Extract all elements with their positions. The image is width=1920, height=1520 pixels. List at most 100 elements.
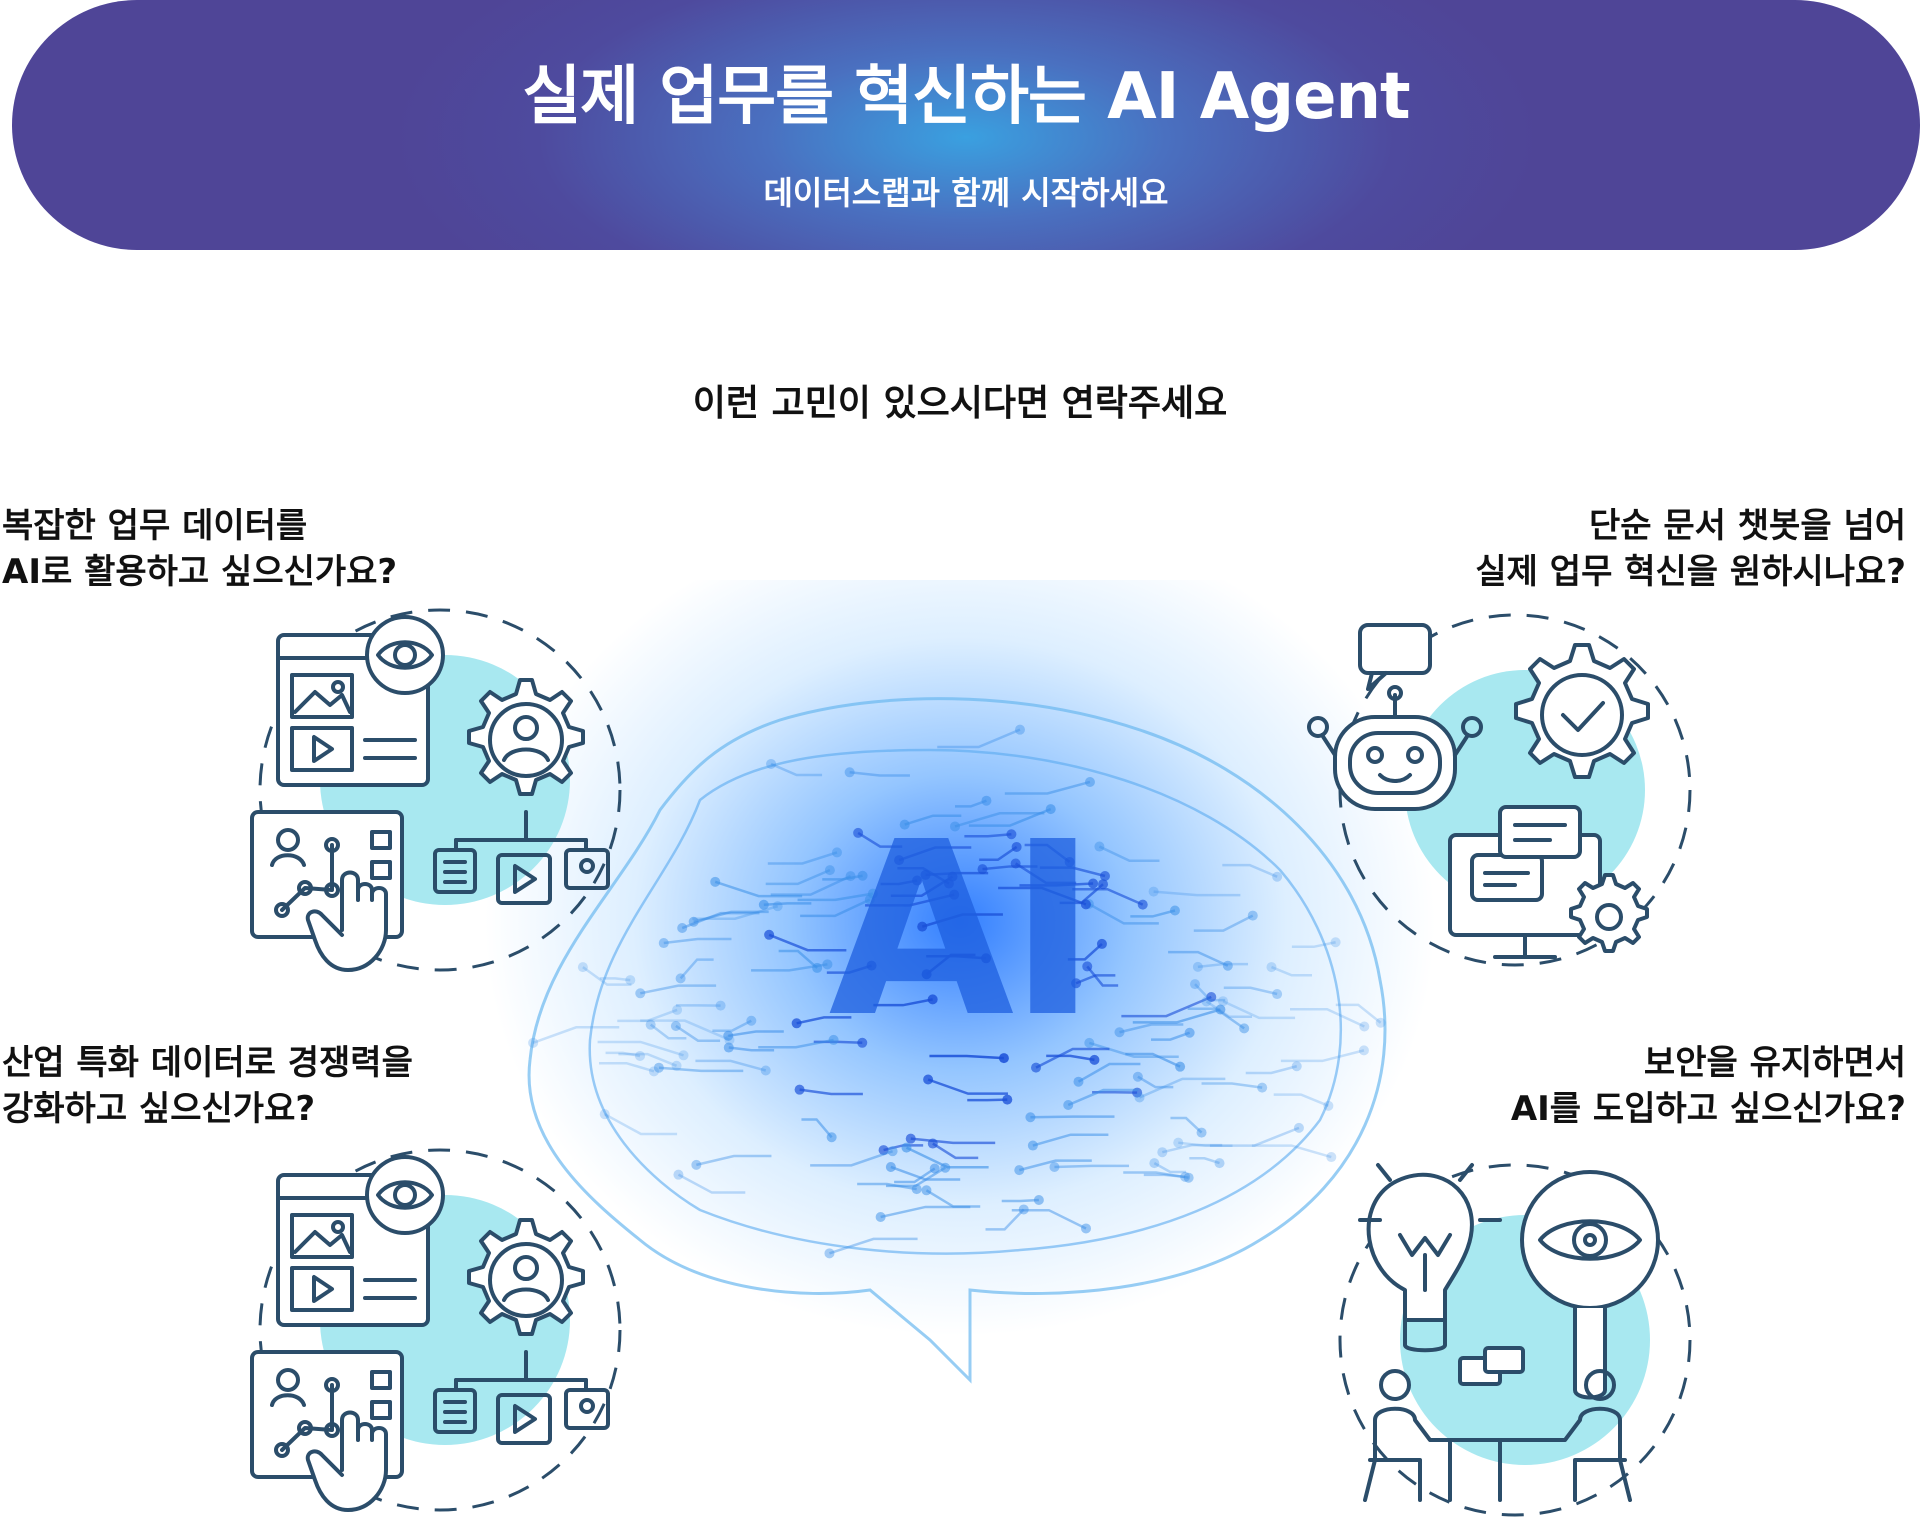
- circuit-node: [659, 938, 669, 948]
- page-subtitle: 데이터스랩과 함께 시작하세요: [12, 168, 1920, 214]
- circuit-node: [1157, 1147, 1167, 1157]
- circuit-trace: [881, 1207, 971, 1217]
- question-line: AI를 도입하고 싶으신가요?: [1511, 1086, 1906, 1132]
- circuit-trace: [664, 939, 732, 943]
- circuit-node: [1135, 1093, 1145, 1103]
- circuit-node: [886, 1162, 896, 1172]
- circuit-node: [827, 1132, 837, 1142]
- circuit-trace: [1274, 1095, 1329, 1106]
- circuit-node: [1292, 1061, 1302, 1071]
- circuit-node: [923, 1075, 933, 1085]
- circuit-node: [716, 1001, 726, 1011]
- circuit-node: [901, 1143, 911, 1153]
- circuit-trace: [850, 772, 910, 775]
- circuit-trace: [659, 1068, 743, 1071]
- circuit-node: [672, 1005, 682, 1015]
- circuit-node: [1049, 1162, 1059, 1172]
- circuit-node: [1149, 1158, 1159, 1168]
- circuit-trace: [651, 1025, 687, 1039]
- circuit-trace: [1281, 1050, 1364, 1061]
- insight-meeting-icon: [1300, 1140, 1680, 1510]
- circuit-trace: [911, 1139, 995, 1143]
- chatbot-automation-icon: [1300, 605, 1680, 975]
- circuit-node: [528, 1038, 538, 1048]
- circuit-node: [1323, 1101, 1333, 1111]
- circuit-trace: [1223, 1001, 1295, 1018]
- circuit-trace: [1154, 892, 1241, 896]
- circuit-node: [1002, 1095, 1012, 1105]
- circuit-node: [1073, 1077, 1083, 1087]
- circuit-node: [888, 1146, 898, 1156]
- circuit-node: [1202, 996, 1212, 1006]
- circuit-node: [1063, 1100, 1073, 1110]
- circuit-trace: [1222, 865, 1277, 877]
- section-prompt: 이런 고민이 있으시다면 연락주세요: [0, 374, 1920, 426]
- circuit-node: [649, 1066, 659, 1076]
- circuit-trace: [617, 1010, 677, 1021]
- circuit-node: [600, 1109, 610, 1119]
- circuit-node: [1019, 1204, 1029, 1214]
- circuit-node: [1272, 989, 1282, 999]
- circuit-trace: [695, 1061, 765, 1071]
- circuit-node: [928, 1139, 938, 1149]
- circuit-node: [1015, 725, 1025, 735]
- circuit-trace: [926, 1190, 980, 1206]
- circuit-trace: [1033, 1135, 1109, 1146]
- circuit-node: [635, 1051, 645, 1061]
- circuit-node: [1175, 1062, 1185, 1072]
- circuit-trace: [728, 1032, 784, 1036]
- circuit-node: [1359, 1045, 1369, 1055]
- circuit-node: [691, 1160, 701, 1170]
- circuit-trace: [681, 960, 714, 979]
- circuit-node: [766, 759, 776, 769]
- circuit-trace: [640, 986, 716, 994]
- circuit-node: [1184, 1173, 1194, 1183]
- circuit-trace: [1202, 1083, 1263, 1087]
- circuit-node: [1272, 872, 1282, 882]
- circuit-node: [723, 1031, 733, 1041]
- circuit-trace: [1002, 1200, 1039, 1201]
- circuit-node: [1173, 1138, 1183, 1148]
- question-line: 보안을 유지하면서: [1511, 1040, 1906, 1086]
- circuit-node: [1014, 1165, 1024, 1175]
- circuit-trace: [1336, 1005, 1381, 1023]
- circuit-node: [1190, 979, 1200, 989]
- circuit-node: [1294, 1123, 1304, 1133]
- circuit-node: [1085, 777, 1095, 787]
- circuit-node: [1215, 1158, 1225, 1168]
- circuit-node: [845, 767, 855, 777]
- question-line: 산업 특화 데이터로 경쟁력을: [2, 1040, 413, 1086]
- circuit-node: [1133, 1072, 1143, 1082]
- circuit-node: [761, 1065, 771, 1075]
- circuit-trace: [1246, 1066, 1297, 1073]
- question-line: 강화하고 싶으신가요?: [2, 1086, 413, 1132]
- circuit-node: [795, 1085, 805, 1095]
- circuit-trace: [986, 1209, 1024, 1229]
- circuit-trace: [599, 1063, 654, 1071]
- hero-banner: 실제 업무를 혁신하는 AI Agent 데이터스랩과 함께 시작하세요: [12, 0, 1920, 250]
- question-bottom-right: 보안을 유지하면서 AI를 도입하고 싶으신가요?: [1511, 1040, 1906, 1132]
- circuit-node: [906, 1134, 916, 1144]
- circuit-trace: [1151, 1033, 1190, 1040]
- circuit-node: [746, 1016, 756, 1026]
- circuit-node: [710, 877, 720, 887]
- circuit-node: [1028, 1141, 1038, 1151]
- question-top-left: 복잡한 업무 데이터를 AI로 활용하고 싶으신가요?: [2, 503, 397, 595]
- circuit-node: [1081, 1223, 1091, 1233]
- circuit-node: [921, 1185, 931, 1195]
- circuit-trace: [937, 730, 1020, 747]
- question-line: 실제 업무 혁신을 원하시나요?: [1475, 549, 1906, 595]
- circuit-node: [679, 1050, 689, 1060]
- circuit-trace: [1210, 1128, 1299, 1146]
- question-top-right: 단순 문서 챗봇을 넘어 실제 업무 혁신을 원하시나요?: [1475, 503, 1906, 595]
- circuit-node: [824, 1248, 834, 1258]
- circuit-trace: [1054, 1166, 1129, 1167]
- circuit-node: [677, 923, 687, 933]
- circuit-trace: [1290, 1009, 1364, 1026]
- circuit-node: [1025, 1112, 1035, 1122]
- circuit-node: [1170, 905, 1180, 915]
- circuit-node: [876, 1212, 886, 1222]
- circuit-trace: [1194, 916, 1253, 931]
- circuit-node: [759, 900, 769, 910]
- circuit-trace: [1140, 1079, 1226, 1098]
